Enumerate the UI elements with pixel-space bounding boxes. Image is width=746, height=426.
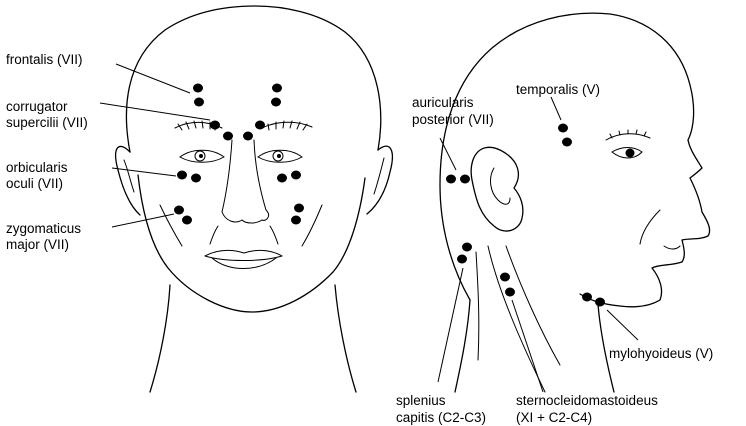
electrode-sternocleido-2 (505, 288, 515, 297)
electrode-frontalis-left-2 (194, 98, 204, 107)
label-zygomaticus-line2: major (VII) (6, 237, 69, 252)
label-auricularis-line1: auricularis (412, 95, 474, 110)
electrode-orbicularis-left-1 (177, 171, 187, 180)
label-corrugator-line1: corrugator (6, 99, 68, 114)
label-sternocleido-line2: (XI + C2-C4) (516, 410, 592, 425)
front-electrodes (174, 84, 304, 225)
electrode-frontalis-right-1 (272, 84, 282, 93)
electrode-orbicularis-left-2 (191, 174, 201, 183)
label-orbicularis-line1: orbicularis (6, 160, 68, 175)
electrode-corrugator-right-2 (243, 132, 253, 141)
electrode-zygomaticus-right-1 (294, 204, 304, 213)
label-splenius-line2: capitis (C2-C3) (396, 410, 486, 425)
electrode-temporalis-1 (558, 124, 568, 133)
electrode-splenius-2 (457, 255, 467, 264)
electrode-corrugator-right-1 (255, 121, 265, 130)
electrode-corrugator-left-2 (223, 132, 233, 141)
electrode-mylohyoideus-2 (595, 298, 605, 307)
side-head-outline (440, 13, 710, 392)
label-corrugator-line2: supercilii (VII) (6, 115, 88, 130)
label-auricularis-line2: posterior (VII) (412, 112, 494, 127)
electrode-sternocleido-1 (500, 273, 510, 282)
label-temporalis: temporalis (V) (516, 82, 600, 97)
label-mylohyoideus: mylohyoideus (V) (609, 346, 713, 361)
electrode-zygomaticus-left-1 (174, 206, 184, 215)
electrode-corrugator-left-1 (210, 121, 220, 130)
side-electrodes (446, 124, 605, 307)
electrode-orbicularis-right-1 (277, 174, 287, 183)
electrode-frontalis-right-2 (271, 98, 281, 107)
front-head-outline (116, 6, 393, 392)
electrode-frontalis-left-1 (193, 84, 203, 93)
electrode-zygomaticus-right-2 (291, 216, 301, 225)
label-zygomaticus-line1: zygomaticus (6, 221, 81, 236)
electrode-zygomaticus-left-2 (182, 216, 192, 225)
electrode-mylohyoideus-1 (582, 293, 592, 302)
label-frontalis: frontalis (VII) (6, 52, 83, 67)
electrode-auricularis-1 (446, 175, 456, 184)
electrode-orbicularis-right-2 (291, 171, 301, 180)
electrode-splenius-1 (462, 243, 472, 252)
label-orbicularis-line2: oculi (VII) (6, 176, 63, 191)
electrode-temporalis-2 (562, 138, 572, 147)
label-sternocleido-line1: sternocleidomastoideus (516, 393, 658, 408)
electrode-auricularis-2 (460, 175, 470, 184)
label-splenius-line1: splenius (396, 393, 446, 408)
